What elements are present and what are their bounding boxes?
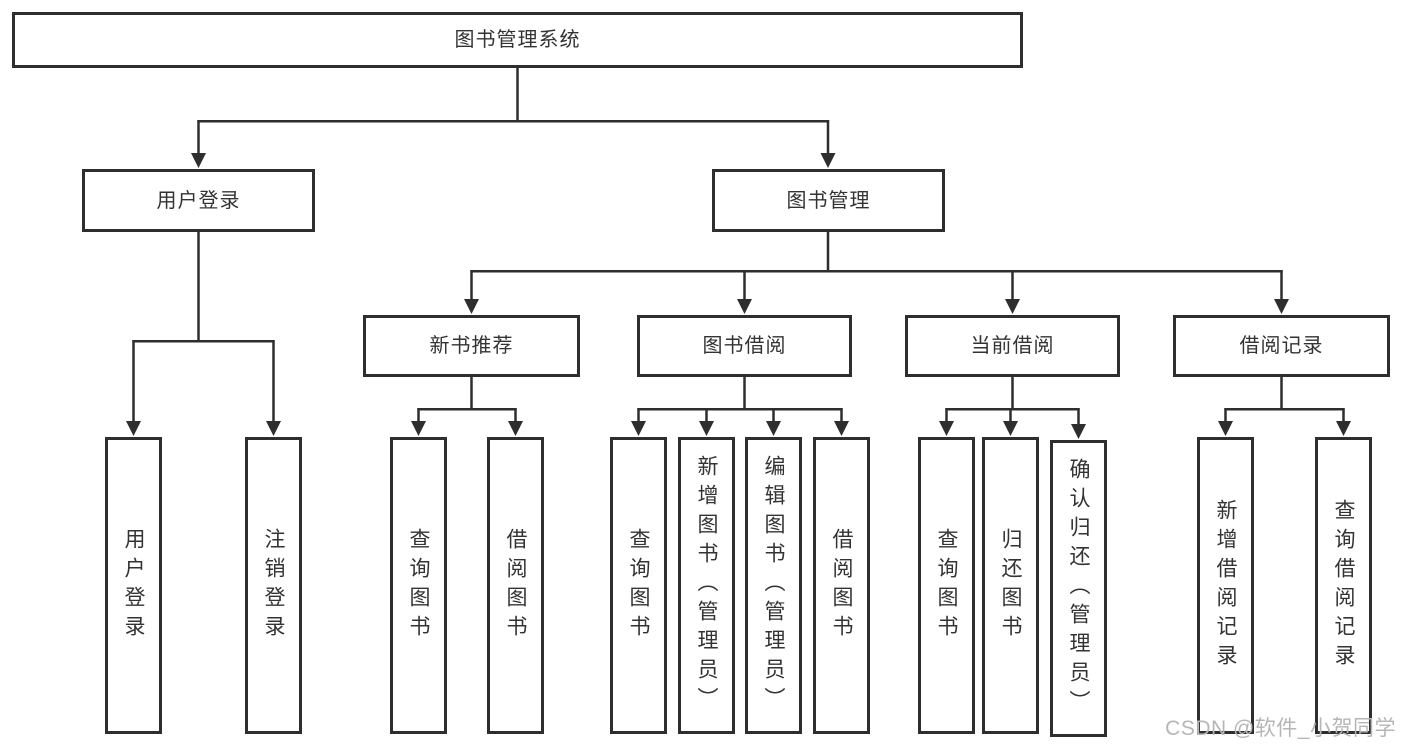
- node-borrowing-records: 借阅记录: [1173, 315, 1390, 377]
- connector-new-book-recommend: [417, 377, 517, 424]
- leaf-add-books-admin: 新增图书（管理员）: [678, 437, 735, 734]
- connector-book-borrowing: [637, 377, 843, 424]
- leaf-user-login: 用户登录: [105, 437, 162, 734]
- leaf-borrowing-query-books: 查询图书: [610, 437, 667, 734]
- node-new-book-recommend: 新书推荐: [363, 315, 580, 377]
- csdn-watermark: CSDN @软件_小贺同学: [1165, 717, 1396, 740]
- node-book-management: 图书管理: [712, 169, 945, 232]
- connector-borrowing-records: [1224, 377, 1345, 424]
- leaf-recommend-borrow-books: 借阅图书: [487, 437, 544, 734]
- leaf-return-books: 归还图书: [982, 437, 1039, 734]
- leaf-recommend-query-books: 查询图书: [390, 437, 447, 734]
- leaf-borrow-books: 借阅图书: [813, 437, 870, 734]
- connector-root: [197, 68, 830, 156]
- leaf-query-borrow-record: 查询借阅记录: [1315, 437, 1372, 734]
- node-book-borrowing: 图书借阅: [637, 315, 852, 377]
- node-current-borrowing: 当前借阅: [905, 315, 1120, 377]
- leaf-add-borrow-record: 新增借阅记录: [1197, 437, 1254, 734]
- connector-user-login: [132, 232, 275, 424]
- leaf-confirm-return-admin: 确认归还（管理员）: [1050, 440, 1107, 737]
- arrowheads: [126, 153, 1351, 439]
- leaf-current-query-books: 查询图书: [918, 437, 975, 734]
- connector-book-management: [470, 232, 1283, 302]
- leaf-edit-books-admin: 编辑图书（管理员）: [745, 437, 802, 734]
- connector-current-borrowing: [945, 377, 1080, 427]
- node-user-login: 用户登录: [82, 169, 315, 232]
- node-library-management-system: 图书管理系统: [12, 12, 1023, 68]
- leaf-logout: 注销登录: [245, 437, 302, 734]
